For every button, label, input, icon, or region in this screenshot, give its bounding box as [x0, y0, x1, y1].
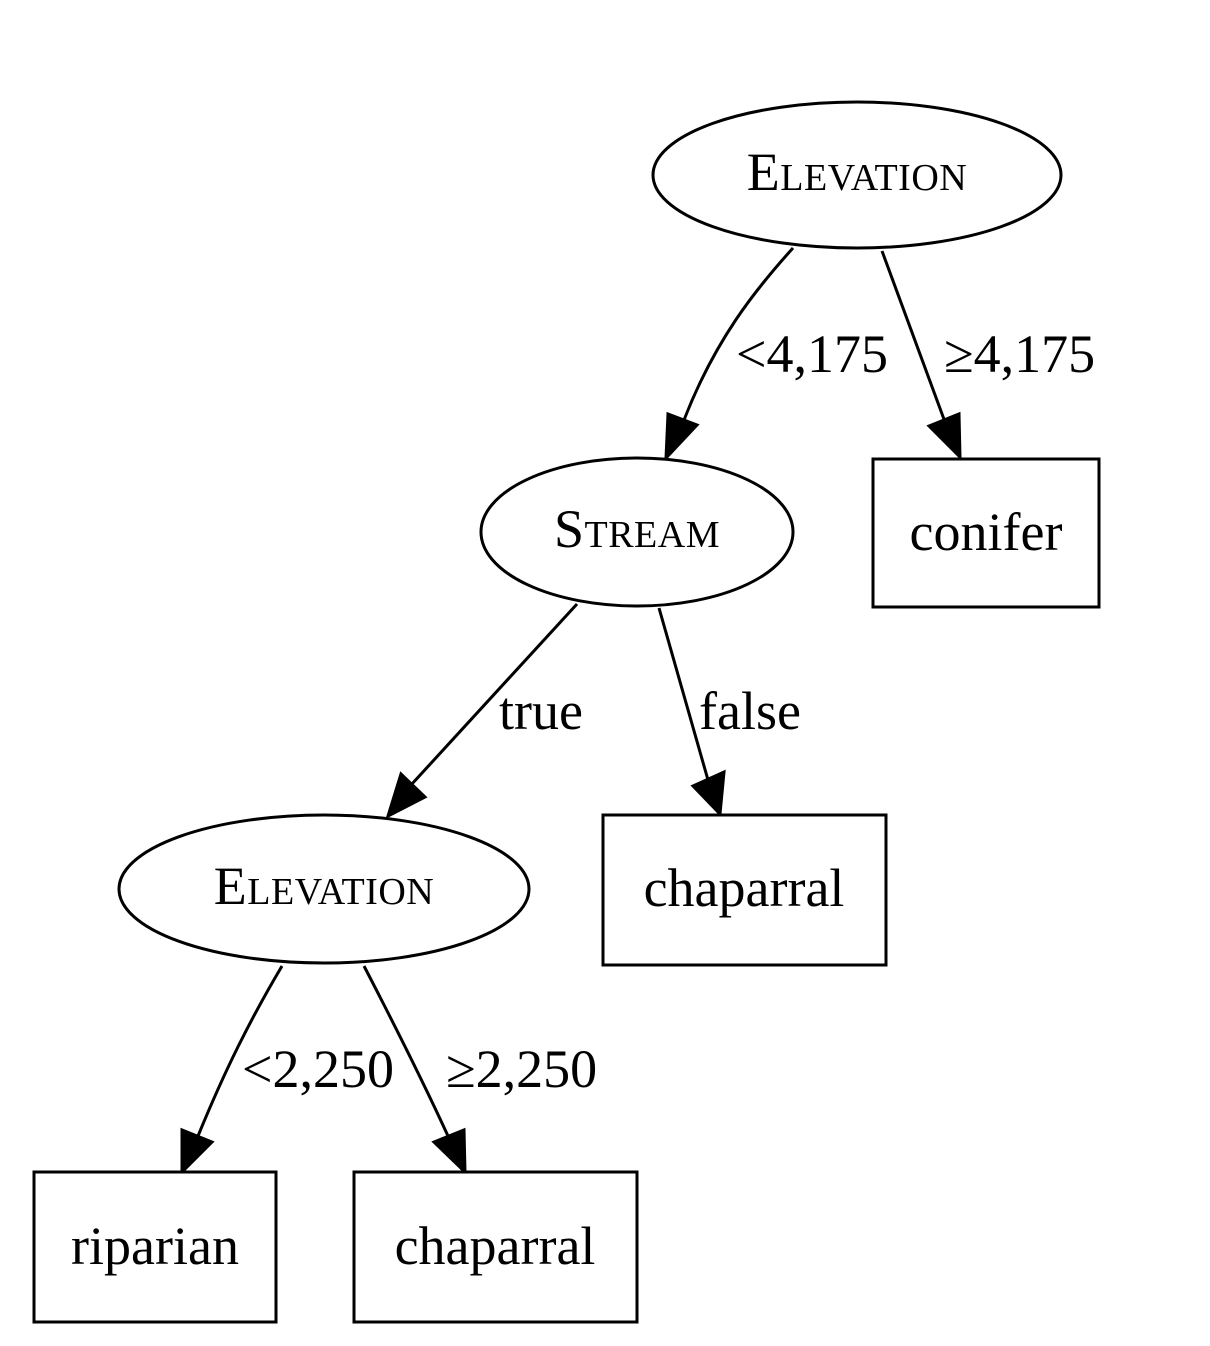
node-conifer-shape [871, 457, 1101, 609]
node-chaparral-lower-shape [352, 1170, 639, 1324]
edge-root-to-stream [682, 246, 795, 421]
node-chaparral-upper: chaparral [601, 813, 888, 967]
edge-root-to-conifer [880, 250, 947, 423]
edge-stream-to-elevation [409, 602, 579, 787]
node-chaparral-upper-label: chaparral [644, 858, 845, 918]
node-riparian-label: riparian [71, 1216, 239, 1276]
arrowhead-root-to-conifer [926, 411, 962, 461]
edge-labels: <4,175 ≥4,175 true false <2,250 ≥2,250 [242, 324, 1095, 1099]
node-riparian: riparian [32, 1170, 278, 1324]
edge-label-root-left: <4,175 [736, 324, 888, 384]
node-root-elevation: Elevation [651, 100, 1063, 250]
node-riparian-shape [32, 1170, 278, 1324]
node-root-shape [651, 100, 1063, 250]
node-stream-shape [479, 456, 795, 608]
arrowhead-stream-to-chaparral [690, 769, 726, 818]
node-chaparral-lower-label: chaparral [395, 1216, 596, 1276]
node-conifer: conifer [871, 457, 1101, 609]
node-stream-label: Stream [554, 499, 720, 559]
edges [180, 246, 962, 1176]
node-elevation-lower: Elevation [117, 813, 531, 965]
edge-label-elevation-right: ≥2,250 [446, 1039, 597, 1099]
edge-label-elevation-left: <2,250 [242, 1039, 394, 1099]
arrowhead-elevation-to-riparian [180, 1127, 215, 1176]
node-conifer-label: conifer [910, 502, 1063, 562]
node-elevation-lower-shape [117, 813, 531, 965]
node-elevation-lower-label: Elevation [214, 856, 434, 916]
node-stream: Stream [479, 456, 795, 608]
node-root-label: Elevation [747, 142, 967, 202]
arrowhead-elevation-to-chaparral [431, 1127, 467, 1176]
edge-stream-to-chaparral [657, 607, 710, 781]
node-chaparral-upper-shape [601, 813, 888, 967]
edge-label-stream-left: true [499, 681, 583, 741]
arrowhead-root-to-stream [664, 411, 700, 462]
node-chaparral-lower: chaparral [352, 1170, 639, 1324]
edge-elevation-to-chaparral [362, 965, 450, 1137]
edge-elevation-to-riparian [196, 965, 284, 1137]
edge-label-root-right: ≥4,175 [944, 324, 1095, 384]
arrowhead-stream-to-elevation [385, 771, 428, 819]
edge-label-stream-right: false [699, 681, 801, 741]
